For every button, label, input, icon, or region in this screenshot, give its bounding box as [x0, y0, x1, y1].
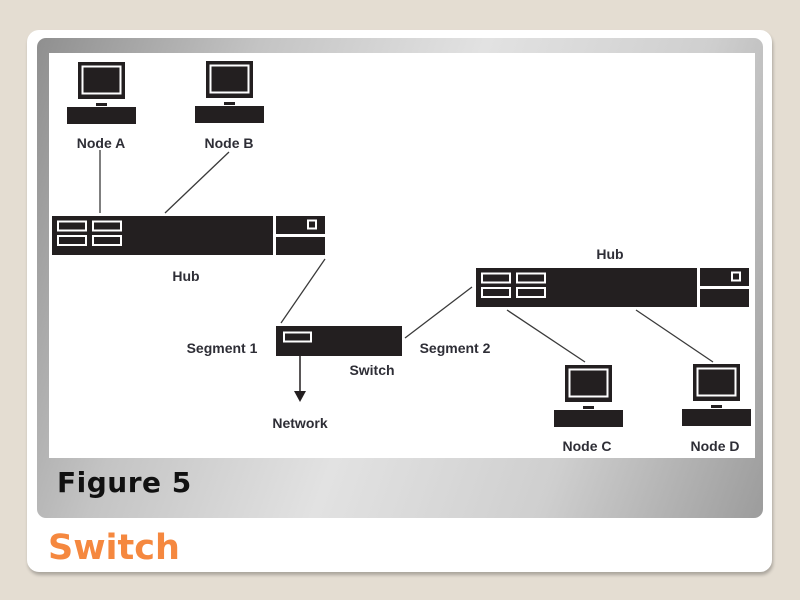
node-a: Node A [66, 61, 137, 151]
switch-label: Switch [349, 362, 394, 378]
switch-icon [276, 326, 402, 356]
switch: Switch [276, 326, 402, 378]
hub-icon [475, 267, 750, 308]
node-d-label: Node D [691, 438, 740, 454]
computer-icon [194, 60, 265, 124]
slide-title: Switch [48, 528, 180, 568]
node-b-label: Node B [205, 135, 254, 151]
computer-icon [66, 61, 137, 125]
hub-icon [51, 215, 326, 256]
segment-2-label: Segment 2 [420, 340, 491, 356]
node-b: Node B [194, 60, 265, 151]
node-c: Node C [553, 364, 624, 454]
arrowhead-icon [294, 391, 306, 402]
computer-icon [681, 363, 752, 427]
figure-caption: Figure 5 [57, 466, 192, 499]
hub-1: Hub [51, 215, 326, 284]
link-hub2-noded [635, 309, 714, 363]
hub-2-label: Hub [596, 246, 623, 262]
node-a-label: Node A [77, 135, 125, 151]
hub-2: Hub [475, 246, 750, 308]
computer-icon [553, 364, 624, 428]
node-c-label: Node C [563, 438, 612, 454]
network-label: Network [272, 415, 327, 431]
hub-1-label: Hub [172, 268, 199, 284]
link-hub2-nodec [506, 309, 586, 363]
link-hub1-switch [280, 258, 326, 324]
diagram-area [49, 53, 755, 458]
link-switch-hub2 [404, 286, 473, 339]
link-nodeb-hub1 [164, 151, 230, 214]
node-d: Node D [681, 363, 752, 454]
segment-1-label: Segment 1 [187, 340, 258, 356]
